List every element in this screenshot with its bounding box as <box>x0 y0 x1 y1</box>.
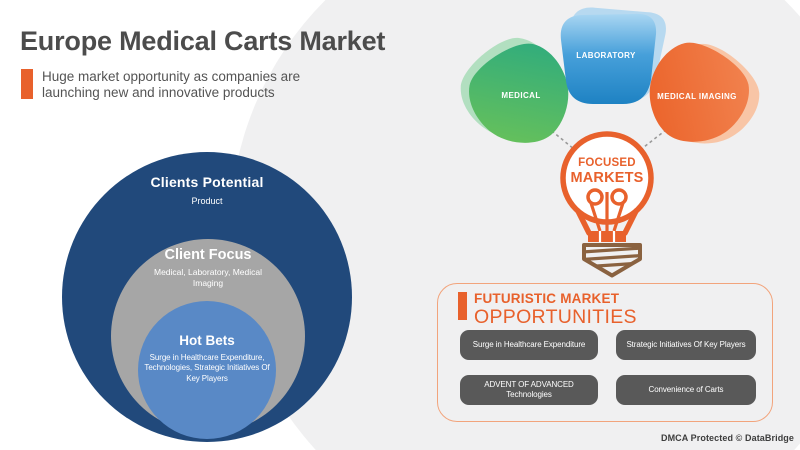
bulb-collar <box>588 231 626 242</box>
opportunity-box-1: Surge in Healthcare Expenditure <box>455 330 598 366</box>
medical-label: MEDICAL <box>501 91 540 100</box>
medical-imaging-label: MEDICAL IMAGING <box>657 92 737 101</box>
opportunity-box-4: Convenience of Carts <box>611 375 756 411</box>
bulb-base-outline <box>582 243 642 278</box>
hub-text-line1: FOCUSED <box>578 157 636 169</box>
filament-wire-left <box>589 202 602 232</box>
opportunities-panel: FUTURISTIC MARKET OPPORTUNITIES Surge in… <box>437 283 773 422</box>
opportunities-grid: Surge in Healthcare Expenditure Strategi… <box>455 330 756 411</box>
subtitle-block: Huge market opportunity as companies are… <box>21 69 300 101</box>
lightbulb-icon: FOCUSED MARKETS <box>560 131 654 278</box>
opportunity-box-3: ADVENT OF ADVANCED Technologies <box>455 375 598 411</box>
subtitle-accent-bar <box>21 69 33 99</box>
focused-markets-cluster: MEDICAL LABORATORY MEDICAL IMAGING <box>445 4 775 278</box>
page-title: Europe Medical Carts Market <box>20 26 386 56</box>
venn-outer-title: Clients Potential <box>150 174 264 190</box>
filament-loop-left <box>586 188 604 206</box>
filament-loop-right <box>610 188 628 206</box>
venn-inner-subtitle: Surge in Healthcare Expenditure, Technol… <box>144 353 270 383</box>
panel-heading-line1: FUTURISTIC MARKET <box>474 291 620 306</box>
bulb-neck-right-line <box>622 208 639 236</box>
venn-inner-title: Hot Bets <box>179 333 235 348</box>
subtitle-line-1: Huge market opportunity as companies are <box>42 69 301 84</box>
watermark: DMCA Protected © DataBridge <box>660 433 794 443</box>
venn-middle-title: Client Focus <box>164 247 252 263</box>
page-subtitle: Huge market opportunity as companies are… <box>42 69 300 101</box>
subtitle-line-2: launching new and innovative products <box>42 84 275 100</box>
panel-accent-bar <box>458 292 467 320</box>
panel-heading-line2: OPPORTUNITIES <box>474 305 637 328</box>
bulb-neck-left-line <box>575 208 592 236</box>
opportunity-box-2: Strategic Initiatives Of Key Players <box>611 330 756 366</box>
venn-middle-subtitle: Medical, Laboratory, Medical Imaging <box>153 267 263 288</box>
filament-wire-right <box>612 202 625 232</box>
panel-header: FUTURISTIC MARKET OPPORTUNITIES <box>458 292 637 327</box>
hub-text-line2: MARKETS <box>570 170 643 186</box>
laboratory-label: LABORATORY <box>576 51 636 60</box>
venn-outer-subtitle: Product <box>191 196 223 206</box>
venn-inner-circle <box>138 301 276 439</box>
